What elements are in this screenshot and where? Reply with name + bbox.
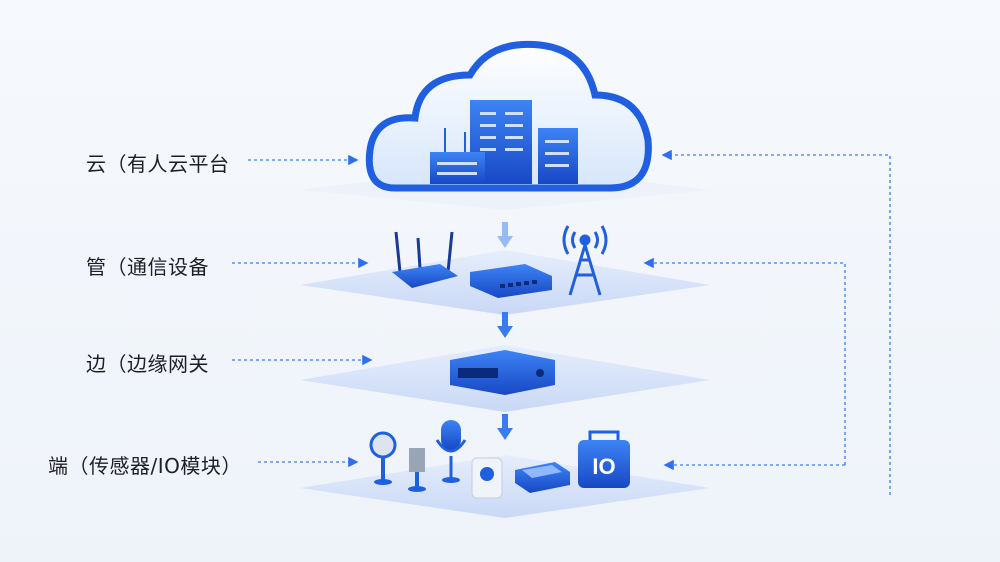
flow-arrows-down [497, 222, 513, 440]
cell-tower-icon [562, 225, 608, 296]
layer-label-device: 端（传感器/IO模块） [48, 454, 242, 478]
switch-icon [470, 264, 552, 298]
layer-label-cloud: 云（有人云平台 [86, 152, 230, 176]
layer-label-pipe: 管（通信设备 [86, 255, 209, 279]
sensors-io-icon: IO [369, 420, 630, 499]
io-module-text: IO [592, 454, 615, 479]
label-arrows [232, 154, 373, 468]
layer-label-edge: 边（边缘网关 [86, 352, 209, 376]
router-icon [392, 231, 458, 288]
edge-gateway-icon [450, 350, 555, 395]
feedback-arrows [643, 149, 891, 495]
platform-device [300, 455, 710, 518]
cloud-server-icon [365, 40, 652, 192]
